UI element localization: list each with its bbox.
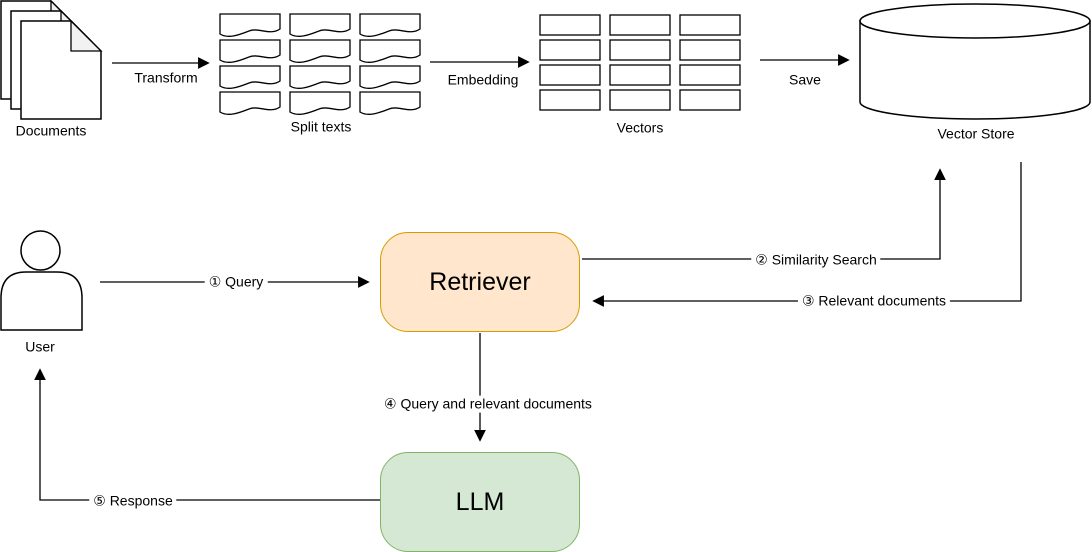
text-chunk xyxy=(219,39,281,63)
step-response-label: ⑤ Response xyxy=(89,492,177,510)
vector-cell xyxy=(679,39,741,61)
step-relevant-documents-label: ③ Relevant documents xyxy=(797,292,951,310)
person-icon xyxy=(0,230,83,331)
text-chunk xyxy=(289,65,351,89)
vector-cell xyxy=(609,89,671,111)
vectors-label: Vectors xyxy=(616,119,664,136)
step-query-and-docs-label: ④ Query and relevant documents xyxy=(380,395,596,413)
retriever-label: Retriever xyxy=(429,267,531,296)
embedding-label: Embedding xyxy=(447,71,519,88)
text-chunk xyxy=(289,13,351,37)
response-arrow xyxy=(34,368,380,501)
llm-node: LLM xyxy=(380,452,580,552)
vector-cell xyxy=(609,64,671,86)
documents-label: Documents xyxy=(15,122,87,139)
vector-cell xyxy=(679,14,741,36)
save-label: Save xyxy=(789,71,821,88)
text-chunk xyxy=(289,91,351,115)
vector-cell xyxy=(539,14,601,36)
transform-label: Transform xyxy=(134,69,198,86)
text-chunk xyxy=(219,91,281,115)
vector-cell xyxy=(679,89,741,111)
vector-cell xyxy=(679,64,741,86)
similarity-search-arrow xyxy=(582,168,946,260)
vector-cell xyxy=(539,39,601,61)
vector-cell xyxy=(539,64,601,86)
vector-grid-icon xyxy=(539,14,741,111)
text-chunk xyxy=(219,13,281,37)
relevant-documents-arrow xyxy=(592,162,1022,307)
user-label: User xyxy=(25,338,55,355)
text-chunk xyxy=(359,65,421,89)
vector-cell xyxy=(609,14,671,36)
text-chunk xyxy=(219,65,281,89)
split-texts-label: Split texts xyxy=(290,118,352,135)
step-similarity-search-label: ② Similarity Search xyxy=(751,251,881,269)
text-chunks-grid-icon xyxy=(219,13,421,115)
text-chunk xyxy=(289,39,351,63)
llm-label: LLM xyxy=(455,487,505,516)
vector-cell xyxy=(539,89,601,111)
text-chunk xyxy=(359,91,421,115)
database-cylinder-icon xyxy=(859,3,1091,120)
text-chunk xyxy=(359,13,421,37)
step-query-label: ① Query xyxy=(204,273,268,291)
stacked-documents-icon xyxy=(0,0,103,120)
text-chunk xyxy=(359,39,421,63)
vector-cell xyxy=(609,39,671,61)
vector-store-label: Vector Store xyxy=(937,125,1015,142)
retriever-node: Retriever xyxy=(380,232,580,332)
